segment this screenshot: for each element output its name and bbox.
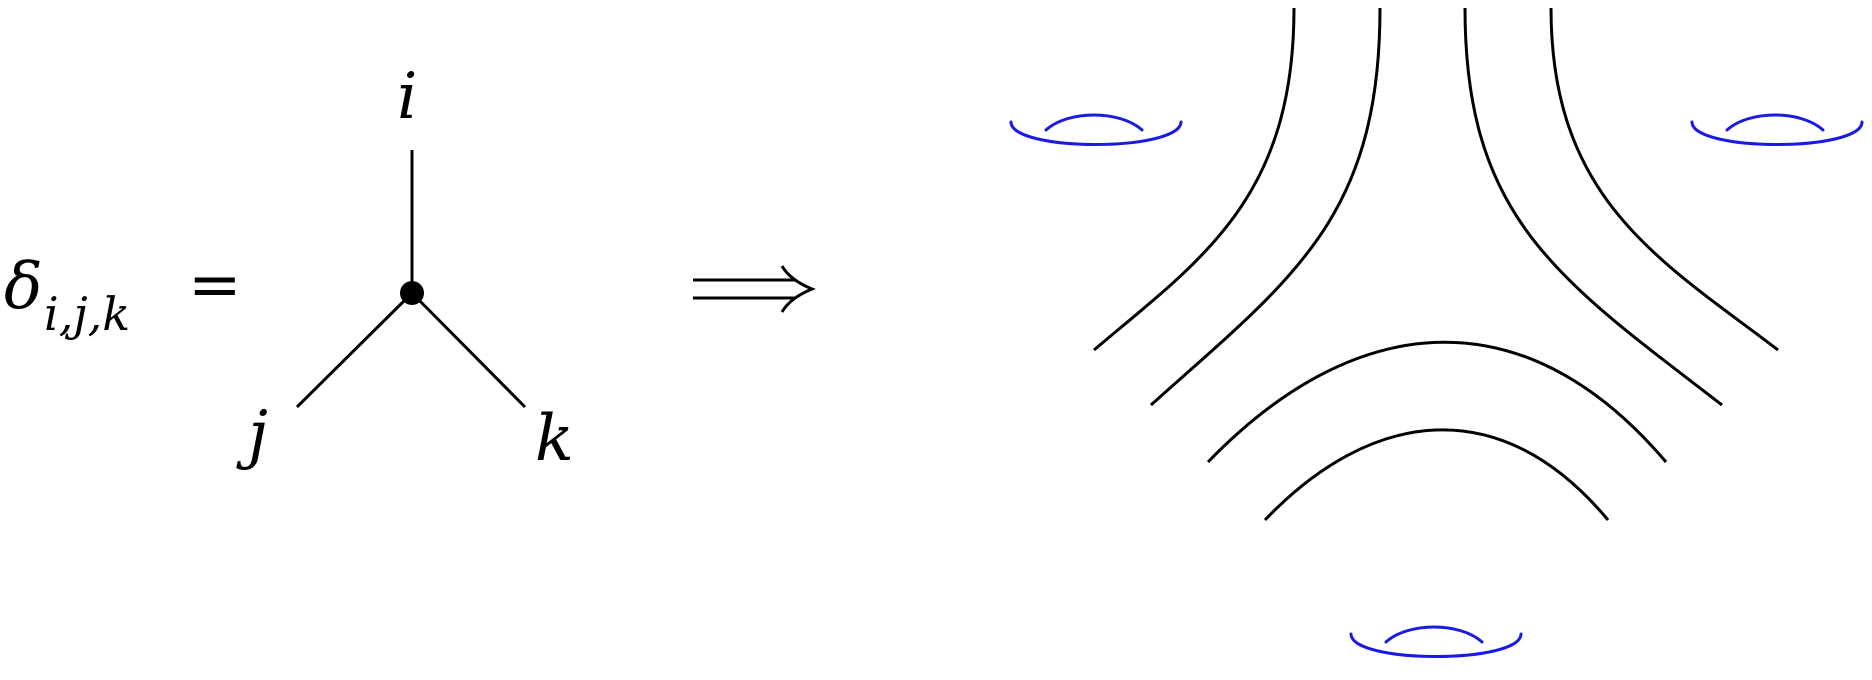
label-i: i [397, 60, 417, 134]
label-j: j [236, 398, 268, 472]
delta-symbol: δ [4, 250, 43, 324]
implies-glyph-text: ⟹ [0, 0, 2, 1]
label-k: k [535, 402, 574, 476]
strand-curves [1093, 7, 1779, 522]
edge-k [410, 291, 527, 409]
blue-circles [1009, 113, 1864, 658]
vertex-dot [400, 281, 424, 305]
edge-j [295, 291, 414, 409]
strand-upper-left-outer [1093, 7, 1296, 352]
circle-bottom [1349, 625, 1523, 658]
lhs-expression: δ i,j,k = [4, 248, 242, 341]
equals-sign: = [188, 248, 242, 322]
vertex-graph: i j k [236, 60, 574, 476]
strand-bottom-inner [1263, 428, 1610, 522]
implies-arrow [693, 265, 816, 313]
circle-top-right [1690, 113, 1864, 146]
strand-upper-right-inner [1463, 7, 1723, 407]
strand-upper-right-outer [1549, 7, 1779, 352]
strand-bottom-outer [1206, 340, 1668, 464]
delta-subscript: i,j,k [44, 287, 130, 341]
strand-upper-left-inner [1149, 7, 1382, 407]
circle-top-left [1009, 113, 1183, 146]
